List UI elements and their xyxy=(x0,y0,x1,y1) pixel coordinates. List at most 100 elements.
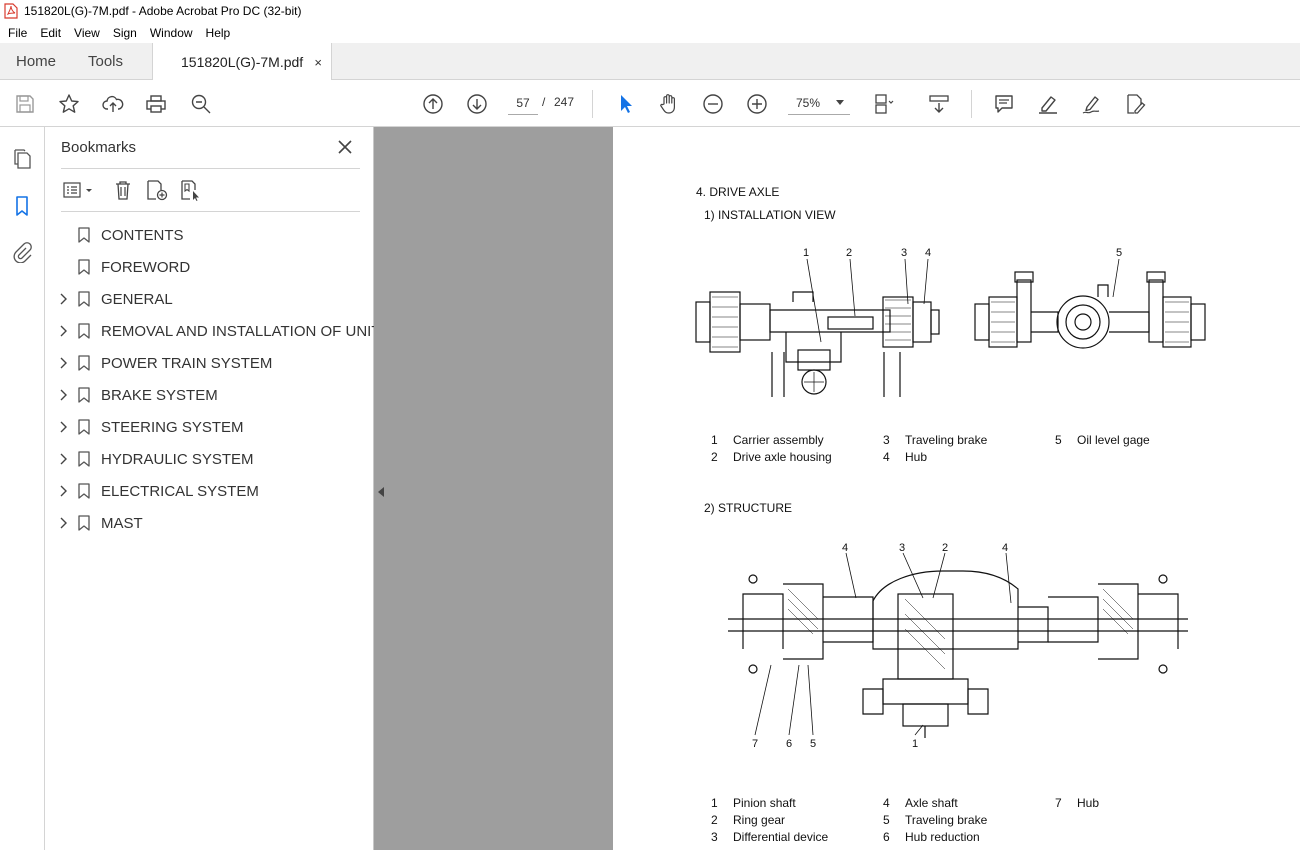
bookmark-item[interactable]: ELECTRICAL SYSTEM xyxy=(45,475,374,507)
zoom-out-icon[interactable] xyxy=(700,91,726,117)
bookmark-icon xyxy=(78,291,90,307)
print-icon[interactable] xyxy=(143,91,169,117)
structure-section-figure: 4 3 2 4 7 6 5 1 xyxy=(728,542,1188,750)
sign-pen-icon[interactable] xyxy=(1079,91,1105,117)
callout-3: 3 xyxy=(901,247,907,259)
bookmark-label: ELECTRICAL SYSTEM xyxy=(101,482,259,500)
bookmark-icon xyxy=(78,323,90,339)
page-thumbnails-icon[interactable] xyxy=(10,147,34,171)
chevron-right-icon[interactable] xyxy=(58,293,68,305)
previous-page-icon[interactable] xyxy=(420,91,446,117)
section-installation-view: 1) INSTALLATION VIEW xyxy=(704,208,836,222)
search-zoom-icon[interactable] xyxy=(188,91,214,117)
chevron-right-icon[interactable] xyxy=(58,389,68,401)
collapse-pane-icon[interactable] xyxy=(378,487,384,497)
installation-view-figure: 1 2 3 4 5 xyxy=(695,247,1206,397)
callout-5: 5 xyxy=(810,738,816,750)
bookmark-item[interactable]: GENERAL xyxy=(45,283,374,315)
document-canvas[interactable]: 4. DRIVE AXLE 1) INSTALLATION VIEW xyxy=(374,127,1300,850)
bookmark-item[interactable]: CONTENTS xyxy=(45,219,374,251)
highlight-pen-icon[interactable] xyxy=(1035,91,1061,117)
callout-4: 4 xyxy=(1002,542,1008,554)
bookmark-icon xyxy=(78,483,90,499)
window-title: 151820L(G)-7M.pdf - Adobe Acrobat Pro DC… xyxy=(24,4,302,18)
bookmark-icon xyxy=(78,419,90,435)
page-number-input[interactable] xyxy=(508,91,538,115)
bookmark-list: CONTENTS FOREWORD GENERAL REMOVAL AND INSTA… xyxy=(45,219,381,539)
zoom-level-value: 75% xyxy=(796,95,821,110)
section-structure: 2) STRUCTURE xyxy=(704,501,793,515)
fill-sign-icon[interactable] xyxy=(1122,91,1148,117)
hand-tool-icon[interactable] xyxy=(656,91,682,117)
bookmark-from-selection-icon[interactable] xyxy=(179,177,203,203)
bookmark-item[interactable]: MAST xyxy=(45,507,374,539)
tab-tools[interactable]: Tools xyxy=(88,53,124,70)
delete-bookmark-icon[interactable] xyxy=(111,177,135,203)
bookmark-label: MAST xyxy=(101,514,143,532)
chevron-right-icon[interactable] xyxy=(58,517,68,529)
tab-document[interactable]: 151820L(G)-7M.pdf × xyxy=(152,43,332,81)
bookmarks-pane: Bookmarks CONTENTS FOREWORD GENERAL REMOVAL… xyxy=(45,127,381,850)
next-page-icon[interactable] xyxy=(464,91,490,117)
chevron-right-icon[interactable] xyxy=(58,485,68,497)
callout-2: 2 xyxy=(846,247,852,259)
attachments-icon[interactable] xyxy=(10,240,34,264)
chevron-right-icon[interactable] xyxy=(58,453,68,465)
chevron-right-icon[interactable] xyxy=(58,357,68,369)
bookmark-label: HYDRAULIC SYSTEM xyxy=(101,450,254,468)
scroll-mode-icon[interactable] xyxy=(926,91,952,117)
page-display-icon[interactable] xyxy=(870,91,896,117)
bookmarks-title: Bookmarks xyxy=(61,139,137,156)
bookmark-item[interactable]: BRAKE SYSTEM xyxy=(45,379,374,411)
chevron-right-icon[interactable] xyxy=(58,325,68,337)
menu-window[interactable]: Window xyxy=(149,25,193,40)
bookmark-item[interactable]: REMOVAL AND INSTALLATION OF UNIT xyxy=(45,315,381,347)
new-bookmark-icon[interactable] xyxy=(145,177,169,203)
zoom-level-dropdown[interactable]: 75% xyxy=(788,91,850,115)
page-total: 247 xyxy=(554,95,575,109)
bookmark-item[interactable]: STEERING SYSTEM xyxy=(45,411,374,443)
bookmark-label: STEERING SYSTEM xyxy=(101,418,244,436)
star-icon[interactable] xyxy=(56,91,82,117)
cloud-upload-icon[interactable] xyxy=(100,91,126,117)
menu-help[interactable]: Help xyxy=(205,25,231,40)
bookmark-label: GENERAL xyxy=(101,290,173,308)
close-icon[interactable] xyxy=(335,137,355,157)
tab-home[interactable]: Home xyxy=(16,53,57,70)
callout-3: 3 xyxy=(899,542,905,554)
menu-view[interactable]: View xyxy=(74,25,100,40)
select-cursor-icon[interactable] xyxy=(613,91,639,117)
menu-edit[interactable]: Edit xyxy=(40,25,62,40)
menu-sign[interactable]: Sign xyxy=(112,25,137,40)
zoom-in-icon[interactable] xyxy=(744,91,770,117)
chevron-right-icon[interactable] xyxy=(58,421,68,433)
callout-5: 5 xyxy=(1116,247,1122,259)
bookmark-item[interactable]: POWER TRAIN SYSTEM xyxy=(45,347,374,379)
bookmark-icon xyxy=(78,451,90,467)
bookmark-item[interactable]: FOREWORD xyxy=(45,251,374,283)
save-icon[interactable] xyxy=(12,91,38,117)
menu-file[interactable]: File xyxy=(8,25,28,40)
comment-icon[interactable] xyxy=(991,91,1017,117)
callout-1: 1 xyxy=(803,247,809,259)
bookmark-icon xyxy=(78,515,90,531)
tab-close-icon[interactable]: × xyxy=(314,54,322,70)
bookmark-icon xyxy=(78,355,90,371)
bookmark-icon xyxy=(78,259,90,275)
bookmark-label: CONTENTS xyxy=(101,226,184,244)
chevron-down-icon xyxy=(836,100,844,105)
bookmark-label: POWER TRAIN SYSTEM xyxy=(101,354,273,372)
bookmark-options-icon[interactable] xyxy=(61,177,97,203)
bookmark-label: BRAKE SYSTEM xyxy=(101,386,218,404)
bookmarks-panel-icon[interactable] xyxy=(10,194,34,218)
callout-1: 1 xyxy=(912,738,918,750)
bookmark-item[interactable]: HYDRAULIC SYSTEM xyxy=(45,443,374,475)
